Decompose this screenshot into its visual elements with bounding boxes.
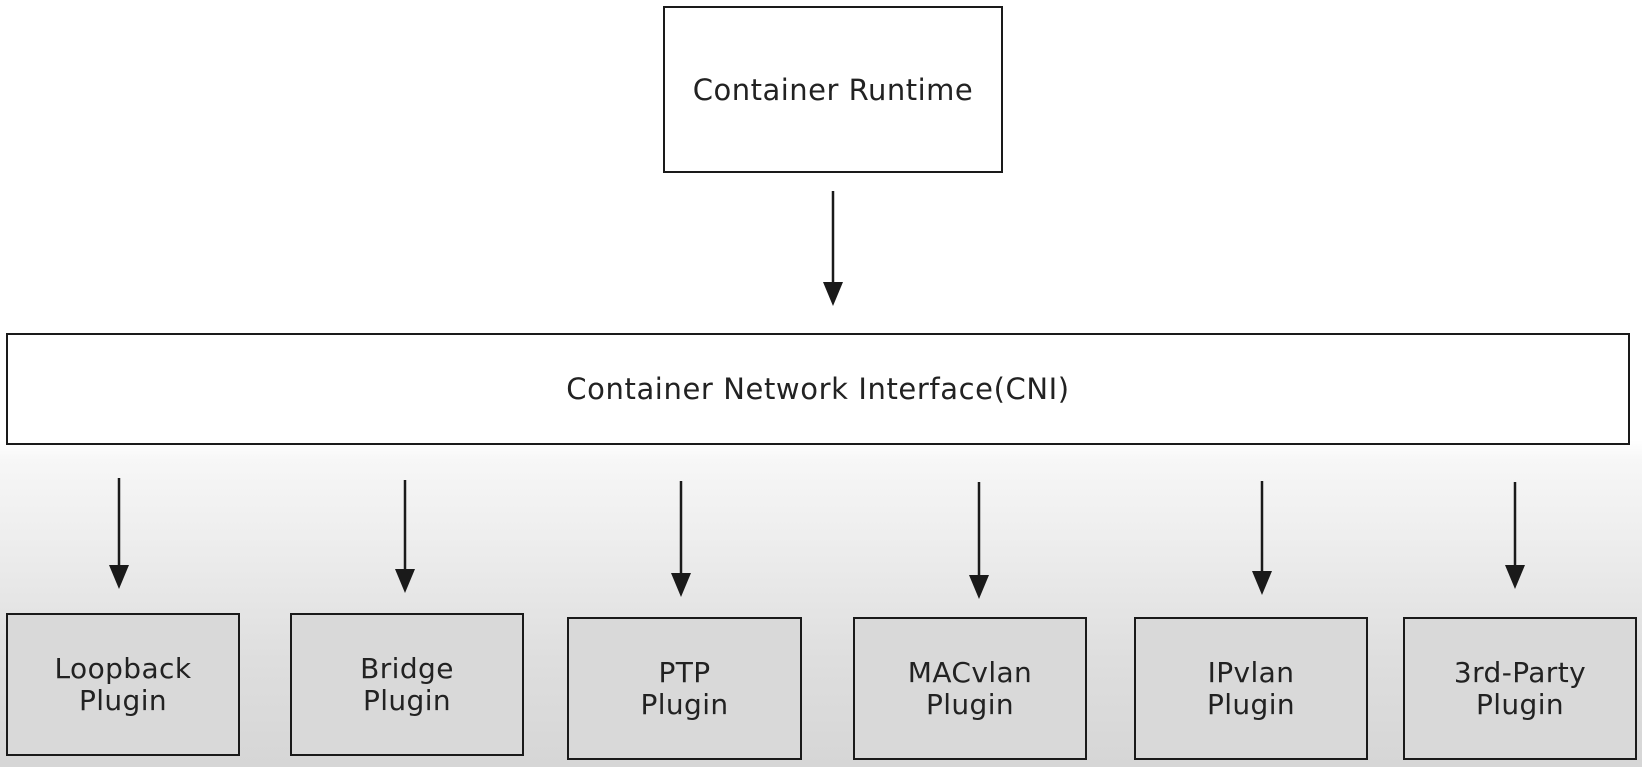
cni-box: Container Network Interface(CNI) xyxy=(6,333,1630,445)
plugin-suffix: Plugin xyxy=(362,683,452,717)
container-runtime-label: Container Runtime xyxy=(692,72,974,107)
plugin-name: IPvlan xyxy=(1207,655,1295,689)
plugin-name: PTP xyxy=(658,655,711,689)
plugin-name: Loopback xyxy=(54,651,192,685)
ptp-plugin-box: PTP Plugin xyxy=(567,617,802,760)
loopback-plugin-box: Loopback Plugin xyxy=(6,613,240,756)
macvlan-plugin-box: MACvlan Plugin xyxy=(853,617,1087,760)
arrow-down-icon xyxy=(969,575,989,599)
arrow-down-icon xyxy=(823,282,843,306)
container-runtime-box: Container Runtime xyxy=(663,6,1003,173)
arrow-down-icon xyxy=(671,573,691,597)
plugin-name: 3rd-Party xyxy=(1453,655,1587,689)
plugin-suffix: Plugin xyxy=(925,687,1015,721)
plugin-suffix: Plugin xyxy=(640,687,729,721)
arrow-down-icon xyxy=(1252,571,1272,595)
arrow-down-icon xyxy=(109,565,129,589)
plugin-name: MACvlan xyxy=(907,655,1033,689)
plugin-suffix: Plugin xyxy=(1206,687,1296,721)
arrow-down-icon xyxy=(395,569,415,593)
plugin-suffix: Plugin xyxy=(78,683,168,717)
plugin-suffix: Plugin xyxy=(1475,687,1565,721)
plugin-name: Bridge xyxy=(360,651,454,685)
arrow-down-icon xyxy=(1505,565,1525,589)
cni-label: Container Network Interface(CNI) xyxy=(566,372,1070,406)
ipvlan-plugin-box: IPvlan Plugin xyxy=(1134,617,1368,760)
third-party-plugin-box: 3rd-Party Plugin xyxy=(1403,617,1637,760)
bridge-plugin-box: Bridge Plugin xyxy=(290,613,524,756)
